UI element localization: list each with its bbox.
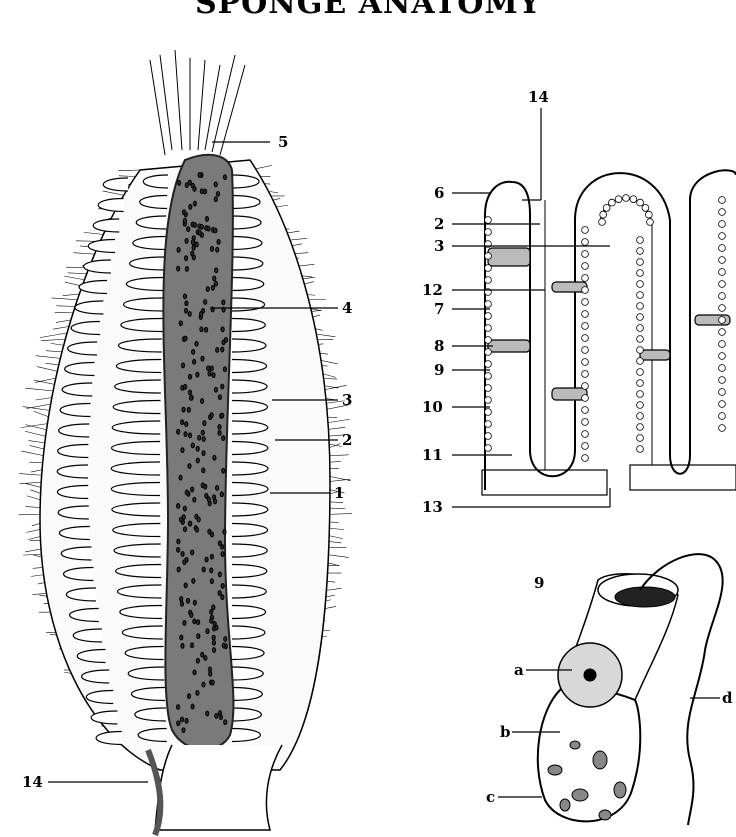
- label-inset-9: 9: [534, 576, 544, 591]
- choanocyte-drawing: [538, 554, 723, 825]
- label-14-right: 14: [528, 90, 549, 105]
- label-11: 11: [422, 448, 443, 463]
- label-c: c: [486, 790, 495, 805]
- cell-body: [538, 688, 640, 821]
- section-diagram: [482, 170, 736, 495]
- label-12: 12: [422, 283, 443, 298]
- section-inner: [545, 199, 652, 470]
- label-3-right: 3: [434, 239, 444, 254]
- label-9: 9: [434, 363, 444, 378]
- label-4: 4: [342, 301, 352, 316]
- section-base-right: [630, 465, 736, 490]
- section-outline: [485, 170, 736, 490]
- label-8: 8: [434, 339, 444, 354]
- label-1: 1: [334, 486, 344, 501]
- label-d: d: [722, 691, 733, 706]
- label-3: 3: [342, 393, 352, 408]
- label-6: 6: [434, 186, 444, 201]
- label-2: 2: [342, 433, 352, 448]
- label-10: 10: [422, 400, 443, 415]
- collar-opening: [615, 587, 675, 607]
- osculum-fringe: [150, 50, 245, 155]
- label-14-left: 14: [22, 775, 43, 790]
- label-a: a: [514, 663, 524, 678]
- nucleolus: [584, 669, 596, 681]
- whole-sponge-drawing: [40, 50, 330, 835]
- stalk: [155, 745, 282, 830]
- label-5: 5: [278, 135, 288, 150]
- label-b: b: [500, 725, 511, 740]
- prosopyles: [488, 248, 730, 400]
- label-13: 13: [422, 500, 443, 515]
- label-7: 7: [434, 302, 444, 317]
- label-2-right: 2: [434, 217, 444, 232]
